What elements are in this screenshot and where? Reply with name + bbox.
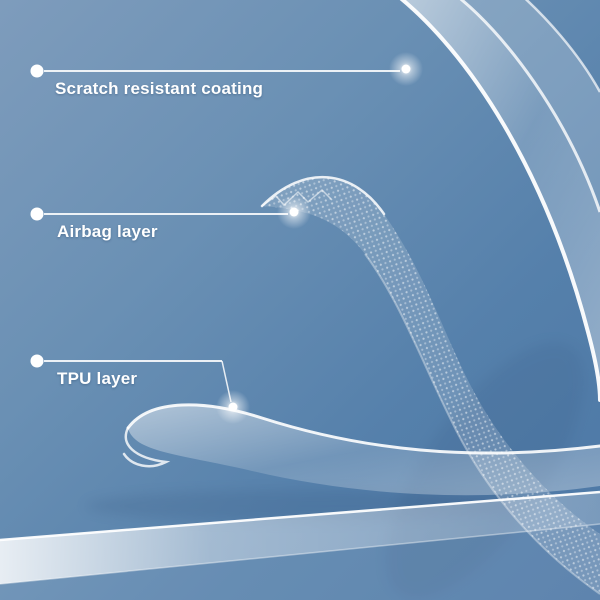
callout-start-dot-airbag (30, 207, 44, 221)
scratch-resistant-coating-sheet (399, 0, 600, 402)
coating-outer-body (402, 0, 600, 400)
coating-inner-body (461, 0, 600, 212)
tpu-layer-sheet (122, 403, 600, 496)
coating-inner-edge-highlight (459, 0, 600, 213)
tpu-body (128, 404, 600, 496)
tpu-top-edge-highlight (126, 403, 600, 455)
callout-label-tpu: TPU layer (57, 369, 138, 388)
callout-start-dot-scratch (30, 64, 44, 78)
film-strip-bottom-edge (0, 523, 600, 585)
callout-end-dot-scratch (401, 64, 411, 74)
callout-connectors (30, 52, 423, 424)
airbag-fold-zigzag (261, 188, 333, 207)
coating-back-edge-highlight (524, 0, 600, 93)
film-strip (0, 490, 600, 600)
tpu-left-curl (122, 426, 171, 468)
film-strip-top-edge (0, 490, 600, 542)
airbag-top-edge-highlight (260, 175, 386, 216)
airbag-lower-edge (364, 253, 600, 595)
callout-end-dot-airbag (289, 207, 299, 217)
callout-label-airbag: Airbag layer (57, 222, 158, 241)
callout-start-dot-tpu (30, 354, 44, 368)
callout-end-dot-tpu (228, 402, 238, 412)
coating-outer-edge-highlight (399, 0, 600, 402)
film-strip-underside (0, 524, 600, 600)
callout-label-scratch-coating: Scratch resistant coating (55, 79, 264, 98)
film-strip-body (0, 492, 600, 584)
